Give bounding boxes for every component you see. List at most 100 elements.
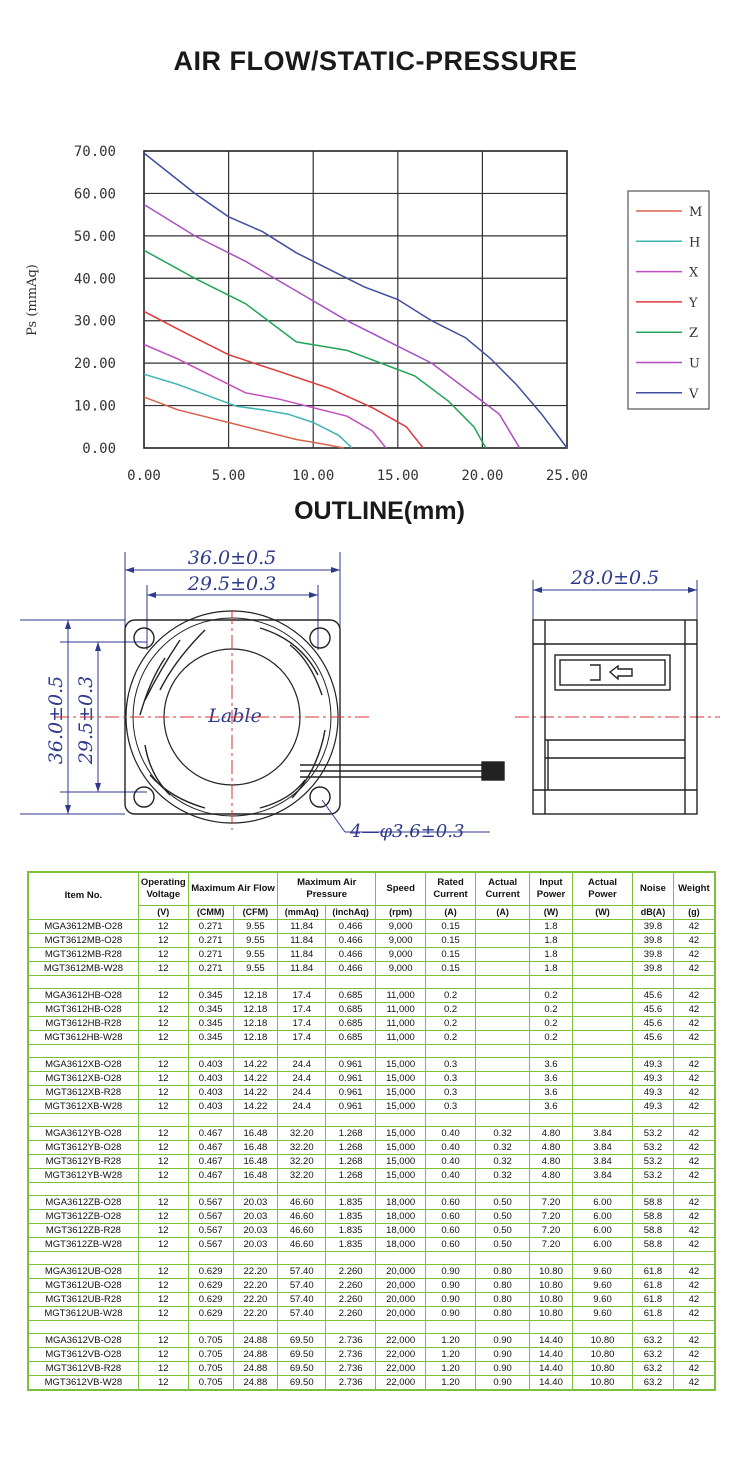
table-cell: 11.84 [277,947,327,962]
spacer-cell [232,1113,279,1127]
table-cell: 42 [672,1264,716,1279]
table-cell: 4.80 [529,1126,573,1141]
table-cell: 42 [672,1154,716,1169]
table-cell: 24.88 [232,1375,279,1391]
table-spacer-row [27,1320,716,1334]
y-tick-label: 10.00 [74,399,116,415]
table-cell: 9.55 [232,919,279,934]
spacer-cell [529,1182,573,1196]
table-cell: MGA3612HB-O28 [27,988,139,1003]
table-cell: 10.80 [571,1333,634,1348]
table-cell: MGT3612YB-W28 [27,1168,139,1183]
spacer-cell [425,1113,477,1127]
table-cell: 0.961 [325,1071,377,1086]
table-cell: 11.84 [277,919,327,934]
y-tick-label: 0.00 [82,441,116,457]
table-cell: 15,000 [375,1154,427,1169]
table-cell: 0.90 [425,1306,477,1321]
spacer-cell [425,1182,477,1196]
table-cell: 10.80 [529,1306,573,1321]
x-tick-label: 25.00 [546,468,588,484]
table-cell [475,1057,531,1072]
table-cell: 45.6 [632,988,674,1003]
table-cell: 15,000 [375,1140,427,1155]
table-cell: 20.03 [232,1223,279,1238]
table-cell: 14.22 [232,1057,279,1072]
table-cell: 0.80 [475,1264,531,1279]
series-line-h [143,373,353,449]
table-cell: 42 [672,1085,716,1100]
series-line-v [143,152,568,449]
table-cell: 10.80 [529,1292,573,1307]
spacer-cell [325,975,377,989]
table-cell: 17.4 [277,988,327,1003]
table-cell: 24.88 [232,1347,279,1362]
legend-label-x: X [689,266,699,281]
table-cell [475,1071,531,1086]
table-cell: 12 [137,1278,189,1293]
table-cell: 9.60 [571,1264,634,1279]
table-cell: 12.18 [232,988,279,1003]
table-cell: 57.40 [277,1306,327,1321]
table-cell: 39.8 [632,919,674,934]
table-cell: 0.685 [325,1030,377,1045]
spec-table-wrap: Item No. Operating Voltage Maximum Air F… [27,871,716,1391]
table-cell [475,1099,531,1114]
table-cell: 12.18 [232,1030,279,1045]
table-cell: 42 [672,1237,716,1252]
table-cell: 0.90 [475,1333,531,1348]
table-cell: MGT3612UB-R28 [27,1292,139,1307]
table-cell: 3.84 [571,1154,634,1169]
table-cell: 12 [137,919,189,934]
table-cell: 42 [672,947,716,962]
table-cell: 58.8 [632,1195,674,1210]
table-cell: 10.80 [529,1278,573,1293]
table-cell: 1.835 [325,1237,377,1252]
spacer-cell [475,1113,531,1127]
table-cell: MGT3612VB-W28 [27,1375,139,1391]
table-cell: 0.629 [187,1278,234,1293]
table-cell: 14.40 [529,1375,573,1391]
spacer-cell [475,975,531,989]
spacer-cell [375,1044,427,1058]
table-cell: 32.20 [277,1154,327,1169]
table-cell: 15,000 [375,1099,427,1114]
table-cell: 10.80 [571,1361,634,1376]
spacer-cell [672,1320,716,1334]
table-cell: 1.20 [425,1375,477,1391]
table-cell: 12 [137,1126,189,1141]
table-cell: 0.90 [425,1264,477,1279]
table-cell: 42 [672,1333,716,1348]
table-cell: 0.629 [187,1292,234,1307]
table-cell: 58.8 [632,1223,674,1238]
table-cell: 0.90 [475,1375,531,1391]
table-cell: 0.50 [475,1209,531,1224]
table-cell: 61.8 [632,1306,674,1321]
table-cell [571,1071,634,1086]
table-cell: 24.4 [277,1071,327,1086]
spacer-cell [632,1182,674,1196]
spacer-cell [571,1044,634,1058]
table-cell: 24.4 [277,1085,327,1100]
table-cell: 11,000 [375,988,427,1003]
spec-table: Item No. Operating Voltage Maximum Air F… [27,871,716,1391]
spacer-cell [232,1251,279,1265]
table-cell: 42 [672,1306,716,1321]
table-cell: 18,000 [375,1223,427,1238]
table-cell: 0.50 [475,1237,531,1252]
table-cell: 0.705 [187,1347,234,1362]
table-cell: 11,000 [375,1030,427,1045]
table-cell: 1.268 [325,1140,377,1155]
spacer-cell [27,1113,139,1127]
table-cell: MGT3612YB-O28 [27,1140,139,1155]
table-cell: 9.60 [571,1306,634,1321]
table-cell: 0.466 [325,919,377,934]
